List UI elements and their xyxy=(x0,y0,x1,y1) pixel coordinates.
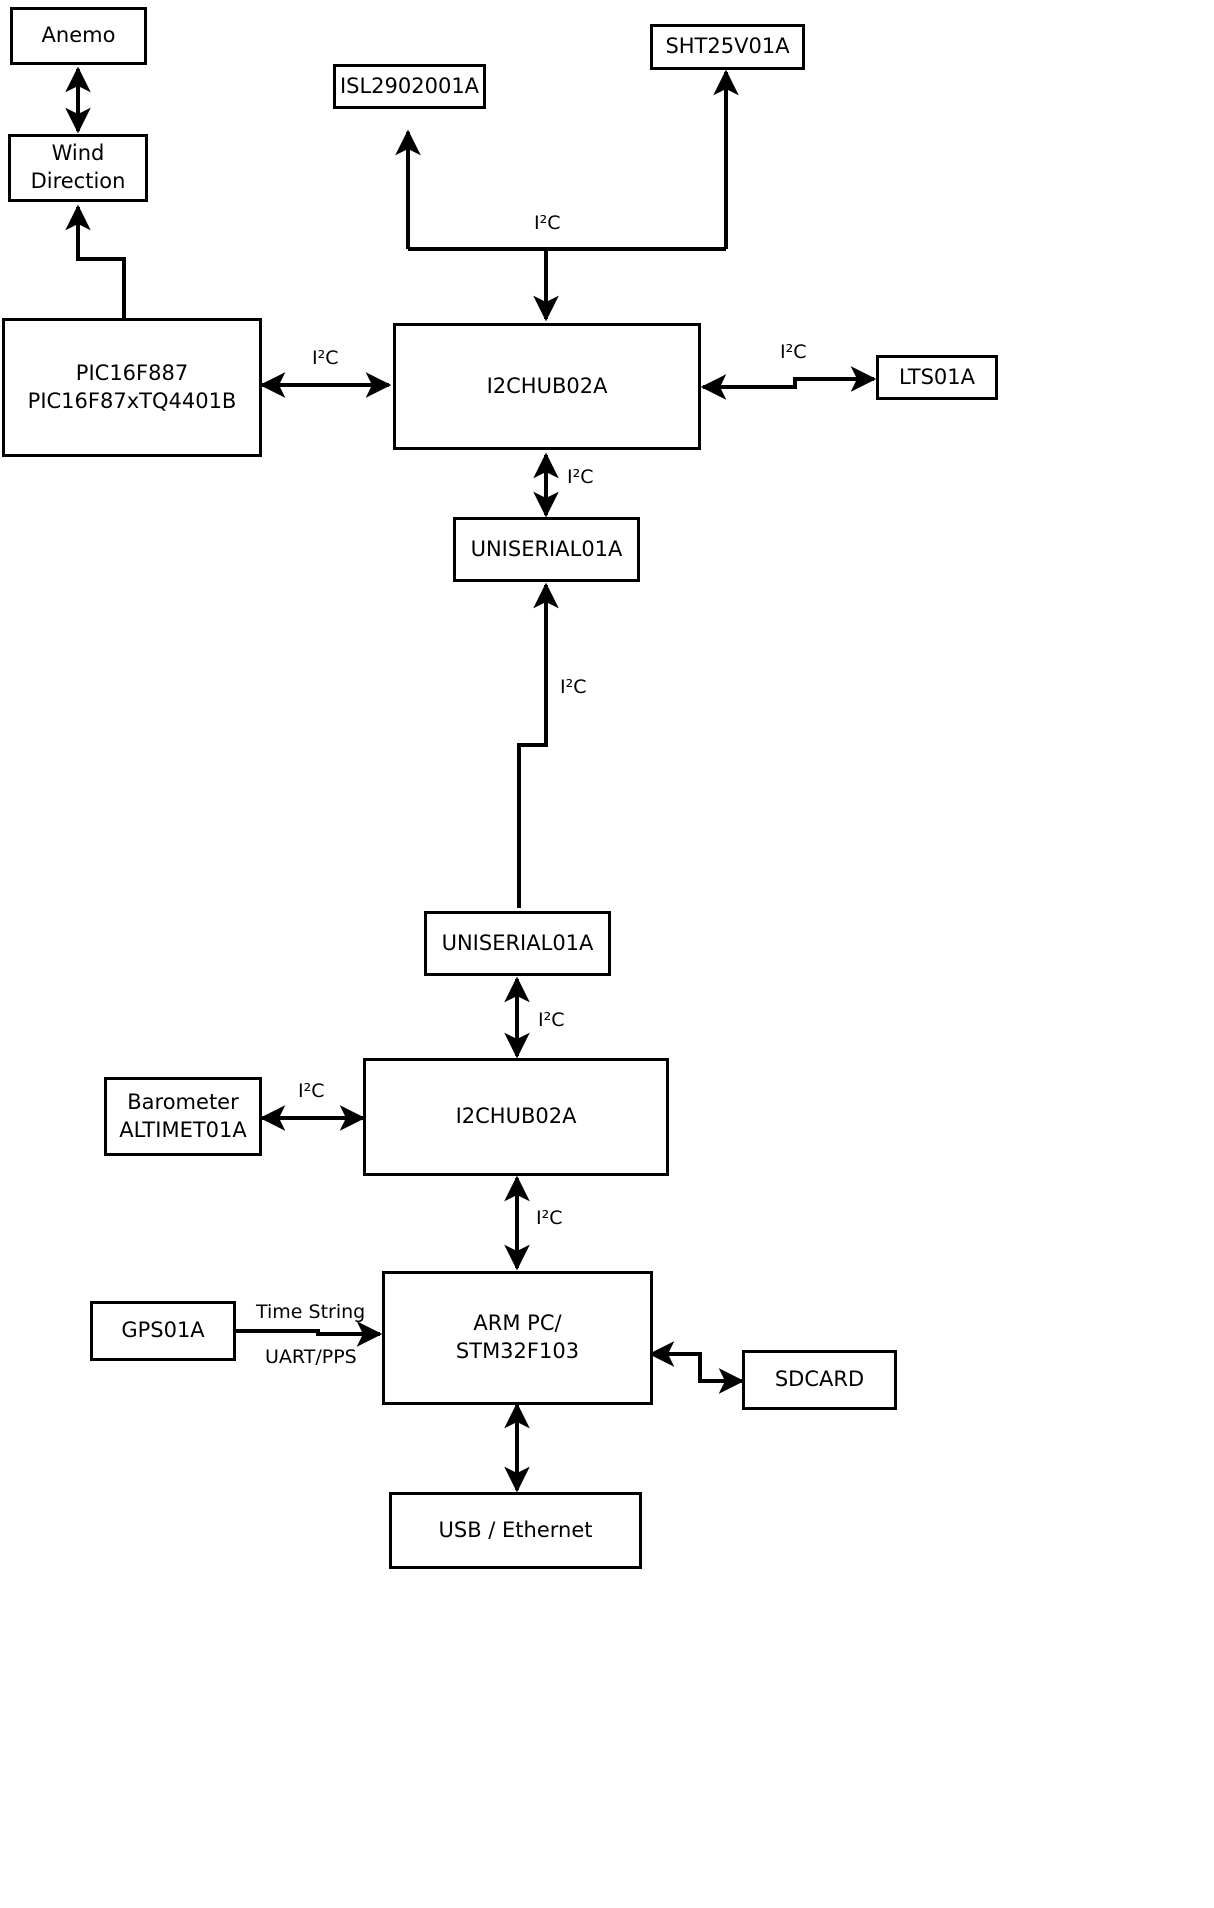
wire-gps-arm xyxy=(236,1321,383,1347)
edge-label-text: I²C xyxy=(534,212,561,234)
node-lts01a[interactable]: LTS01A xyxy=(876,355,998,400)
edge-label-i2c-hub2-arm: I²C xyxy=(536,1207,563,1229)
node-arm-pc-label: ARM PC/ STM32F103 xyxy=(455,1311,580,1363)
edge-label-text: I²C xyxy=(780,341,807,363)
edge-label-i2c-hub-lts: I²C xyxy=(780,341,807,363)
wire-arm-sdcard xyxy=(648,1341,745,1394)
node-gps01a-label: GPS01A xyxy=(121,1318,205,1343)
node-isl2902001a-label: ISL2902001A xyxy=(339,73,480,98)
edge-label-text: I²C xyxy=(567,466,594,488)
edge-label-uart-pps: UART/PPS xyxy=(265,1346,357,1368)
edge-label-text: I²C xyxy=(312,347,339,369)
node-i2chub-bottom[interactable]: I2CHUB02A xyxy=(363,1058,669,1176)
edge-label-text: UART/PPS xyxy=(265,1346,357,1368)
node-sdcard[interactable]: SDCARD xyxy=(742,1350,897,1410)
node-uniserial-top-label: UNISERIAL01A xyxy=(470,536,623,561)
edge-label-text: I²C xyxy=(560,676,587,698)
node-wind-direction[interactable]: Wind Direction xyxy=(8,134,148,202)
node-wind-direction-label: Wind Direction xyxy=(30,141,126,193)
edge-label-i2c-barometer-hub2: I²C xyxy=(298,1080,325,1102)
wire-uniserialbot-uniserialtop xyxy=(517,582,559,908)
node-gps01a[interactable]: GPS01A xyxy=(90,1301,236,1361)
node-anemo[interactable]: Anemo xyxy=(10,7,147,65)
node-lts01a-label: LTS01A xyxy=(898,364,976,389)
node-sht25v01a-label: SHT25V01A xyxy=(665,34,790,59)
node-uniserial-top[interactable]: UNISERIAL01A xyxy=(453,517,640,582)
node-i2chub-top-label: I2CHUB02A xyxy=(486,373,608,398)
wire-pic-wind xyxy=(65,204,126,318)
edge-label-i2c-hub-uniserial: I²C xyxy=(567,466,594,488)
node-uniserial-bottom-label: UNISERIAL01A xyxy=(441,930,594,955)
node-barometer-label: Barometer ALTIMET01A xyxy=(119,1089,247,1142)
node-sdcard-label: SDCARD xyxy=(774,1367,865,1392)
node-barometer[interactable]: Barometer ALTIMET01A xyxy=(104,1077,262,1156)
edge-label-i2c-top-bus: I²C xyxy=(534,212,561,234)
edge-label-text: I²C xyxy=(298,1080,325,1102)
edge-label-i2c-uniserial-uniserial: I²C xyxy=(560,676,587,698)
node-isl2902001a[interactable]: ISL2902001A xyxy=(333,64,486,109)
edge-label-text: I²C xyxy=(538,1009,565,1031)
edge-label-text: I²C xyxy=(536,1207,563,1229)
node-pic-mcu[interactable]: PIC16F887 PIC16F87xTQ4401B xyxy=(2,318,262,457)
node-uniserial-bottom[interactable]: UNISERIAL01A xyxy=(424,911,611,976)
node-i2chub-top[interactable]: I2CHUB02A xyxy=(393,323,701,450)
edge-label-i2c-pic-hub: I²C xyxy=(312,347,339,369)
node-arm-pc[interactable]: ARM PC/ STM32F103 xyxy=(382,1271,653,1405)
edge-label-i2c-uniserial-hub2: I²C xyxy=(538,1009,565,1031)
edge-label-text: Time String xyxy=(256,1301,366,1323)
node-anemo-label: Anemo xyxy=(41,23,116,48)
node-pic-mcu-label: PIC16F887 PIC16F87xTQ4401B xyxy=(27,360,237,413)
edge-label-time-string: Time String xyxy=(256,1301,365,1323)
node-usb-ethernet-label: USB / Ethernet xyxy=(438,1517,593,1542)
node-usb-ethernet[interactable]: USB / Ethernet xyxy=(389,1492,642,1569)
node-i2chub-bottom-label: I2CHUB02A xyxy=(455,1104,577,1129)
node-sht25v01a[interactable]: SHT25V01A xyxy=(650,24,805,70)
wire-hubtop-lts xyxy=(700,366,877,400)
